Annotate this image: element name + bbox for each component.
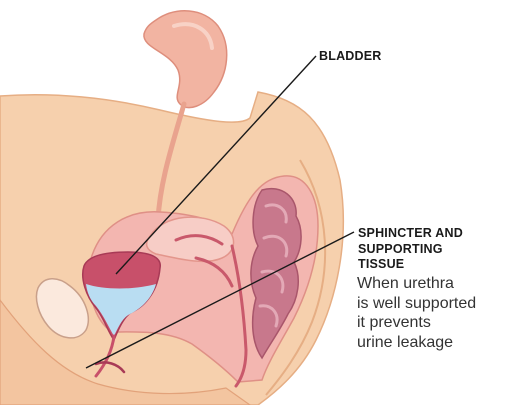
sphincter-label: SPHINCTER AND SUPPORTING TISSUE bbox=[358, 226, 518, 273]
support-note: When urethra is well supported it preven… bbox=[357, 274, 517, 352]
sphincter-label-line: SPHINCTER AND bbox=[358, 226, 518, 242]
sphincter-label-line: SUPPORTING bbox=[358, 242, 518, 258]
bladder-label: BLADDER bbox=[319, 49, 382, 65]
support-note-line: urine leakage bbox=[357, 333, 517, 353]
support-note-line: When urethra bbox=[357, 274, 517, 294]
sphincter-label-line: TISSUE bbox=[358, 257, 518, 273]
support-note-line: it prevents bbox=[357, 313, 517, 333]
support-note-line: is well supported bbox=[357, 294, 517, 314]
